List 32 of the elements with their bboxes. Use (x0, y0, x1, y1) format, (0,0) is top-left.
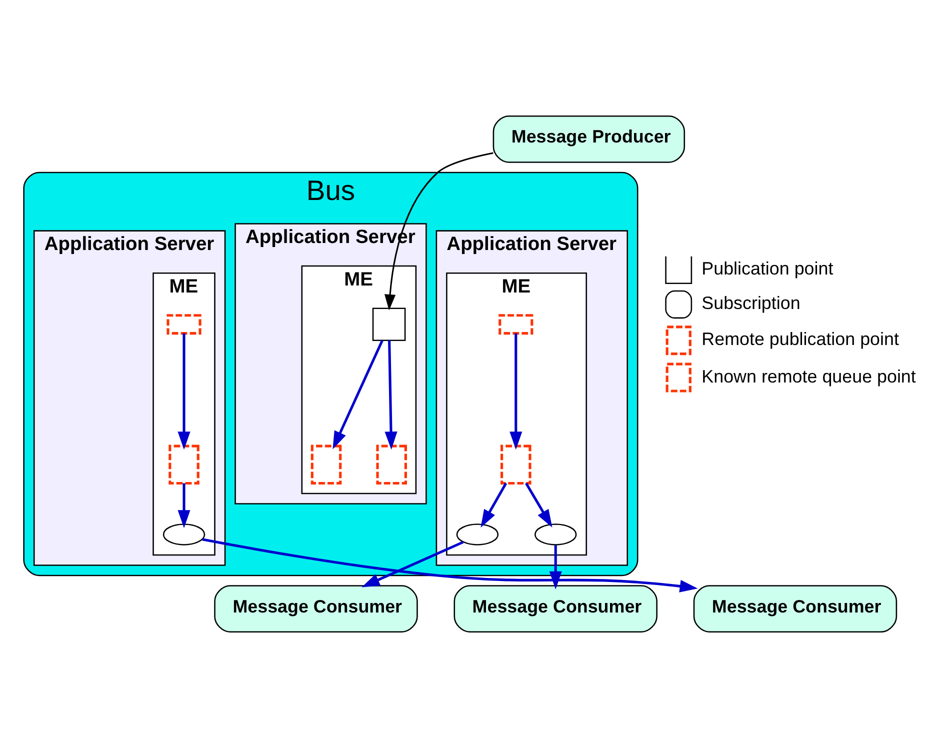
legend-label: Publication point (702, 258, 834, 278)
legend-label: Known remote queue point (702, 366, 916, 386)
arrow (384, 152, 494, 310)
legend-label: Remote publication point (702, 328, 899, 349)
arrow (332, 339, 384, 449)
node-box (498, 314, 534, 334)
node-ellipse (162, 523, 206, 545)
node-ellipse (534, 523, 577, 545)
arrow (362, 540, 464, 587)
node-box: Message Producer (492, 114, 686, 162)
node-box (500, 444, 532, 484)
arrow (510, 332, 522, 450)
node-ellipse (456, 523, 499, 545)
arrow (178, 332, 190, 450)
node-box (166, 314, 202, 334)
node-box (372, 307, 406, 340)
cluster: ME (446, 272, 587, 556)
arrow (202, 538, 698, 592)
cluster: ME (301, 264, 417, 494)
node-box: Message Consumer (454, 584, 658, 632)
node-box (376, 444, 407, 484)
node-box (168, 444, 200, 484)
node-box: Message Consumer (693, 584, 898, 632)
arrow (178, 482, 190, 528)
cluster: ME (152, 272, 216, 556)
node-box: Message Consumer (214, 584, 418, 632)
arrow (549, 544, 562, 589)
legend-label: Subscription (702, 292, 800, 313)
node-box (310, 444, 342, 484)
arrow (384, 340, 398, 450)
arrow (525, 482, 552, 528)
arrow (480, 482, 508, 528)
